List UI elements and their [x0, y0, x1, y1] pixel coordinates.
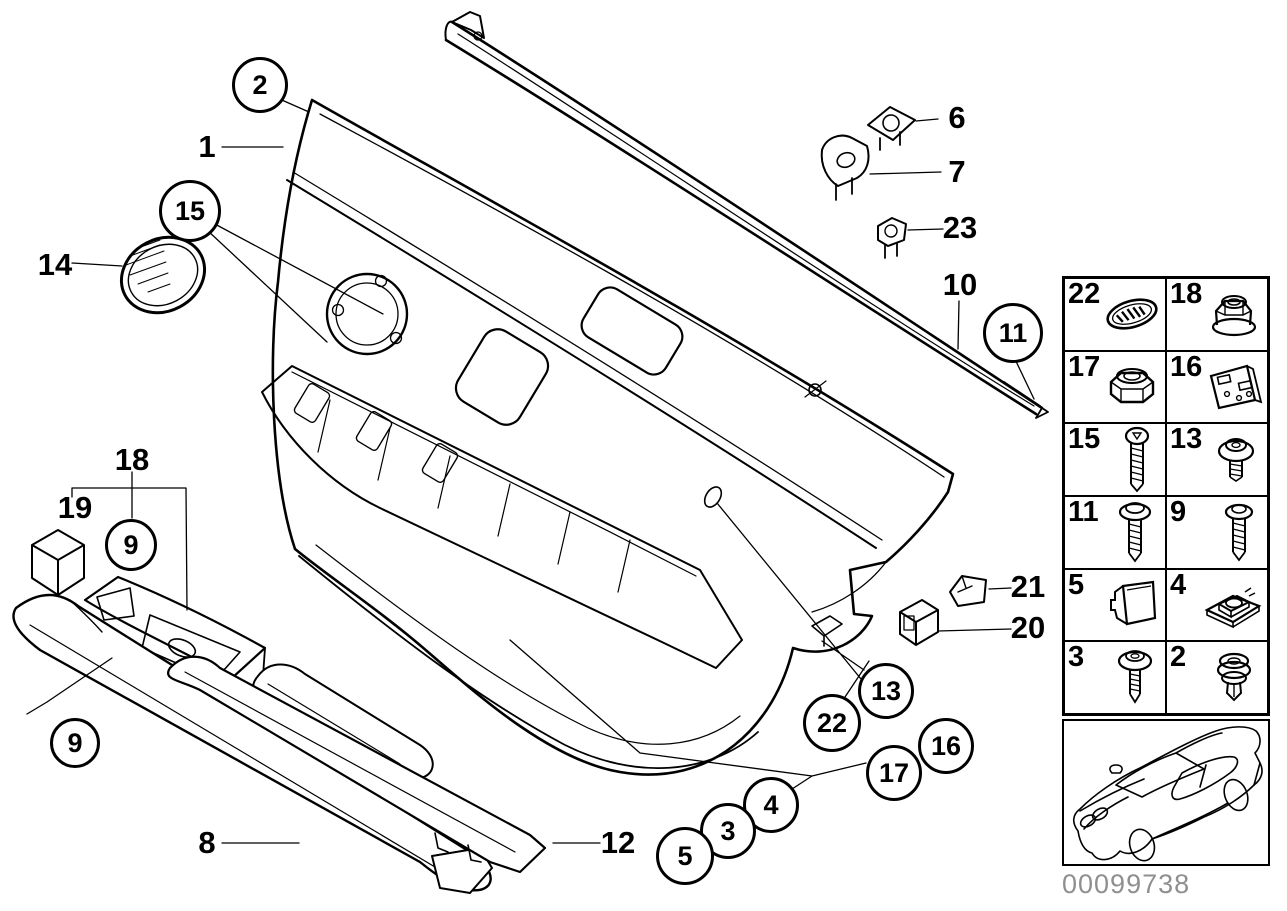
cage-nut-icon: [1201, 574, 1265, 636]
legend-cell-5[interactable]: 5: [1064, 568, 1166, 642]
legend-cell-17[interactable]: 17: [1064, 350, 1166, 424]
callout-11[interactable]: 11: [983, 303, 1043, 363]
callout-13[interactable]: 13: [858, 663, 914, 719]
callout-5[interactable]: 5: [656, 827, 714, 885]
legend-cell-15[interactable]: 15: [1064, 423, 1166, 496]
cover-cap-icon: [1101, 574, 1163, 636]
callout-7[interactable]: 7: [948, 154, 966, 189]
callout-6[interactable]: 6: [948, 100, 966, 135]
callout-19[interactable]: 19: [57, 490, 93, 525]
legend-cell-22[interactable]: 22: [1064, 278, 1166, 351]
callout-9b[interactable]: 9: [50, 718, 100, 768]
legend-cell-9[interactable]: 9: [1166, 495, 1268, 569]
callout-15[interactable]: 15: [159, 180, 221, 242]
callout-16[interactable]: 16: [918, 718, 974, 774]
sedan-icon: [1072, 726, 1263, 862]
flange-nut-icon: [1203, 283, 1265, 345]
callout-18[interactable]: 18: [114, 442, 150, 477]
callout-1[interactable]: 1: [198, 129, 216, 164]
callout-8[interactable]: 8: [198, 825, 216, 860]
pan-head-screw-icon: [1105, 499, 1163, 565]
emblem-icon: [1101, 283, 1163, 345]
callout-17[interactable]: 17: [866, 745, 922, 801]
fastener-legend-table: 22 18: [1062, 276, 1270, 716]
legend-cell-13[interactable]: 13: [1166, 423, 1268, 496]
expansion-rivet-icon: [1203, 647, 1265, 709]
callout-12[interactable]: 12: [600, 825, 636, 860]
legend-cell-3[interactable]: 3: [1064, 641, 1166, 714]
washer-screw-short-icon: [1105, 646, 1163, 710]
legend-cell-11[interactable]: 11: [1064, 495, 1166, 569]
legend-cell-2[interactable]: 2: [1166, 641, 1268, 714]
lock-nut-icon: [1101, 356, 1163, 418]
torx-screw-long-icon: [1105, 426, 1163, 494]
legend-cell-16[interactable]: 16: [1166, 350, 1268, 424]
vehicle-thumbnail: [1062, 719, 1270, 866]
legend-cell-4[interactable]: 4: [1166, 568, 1268, 642]
retaining-plate-icon: [1203, 356, 1265, 418]
diagram-part-number: 00099738: [1062, 869, 1191, 899]
callout-9a[interactable]: 9: [105, 519, 157, 571]
callout-2[interactable]: 2: [232, 57, 288, 113]
washer-head-screw-icon: [1203, 429, 1265, 491]
door-trim-exploded-diagram: [12, 11, 1049, 894]
legend-cell-18[interactable]: 18: [1166, 278, 1268, 351]
callout-22[interactable]: 22: [803, 694, 861, 752]
callout-14[interactable]: 14: [37, 247, 73, 282]
callout-20[interactable]: 20: [1010, 610, 1046, 645]
callout-23[interactable]: 23: [942, 210, 978, 245]
callout-21[interactable]: 21: [1010, 569, 1046, 604]
pan-head-screw-small-icon: [1211, 500, 1265, 564]
callout-10[interactable]: 10: [942, 267, 978, 302]
